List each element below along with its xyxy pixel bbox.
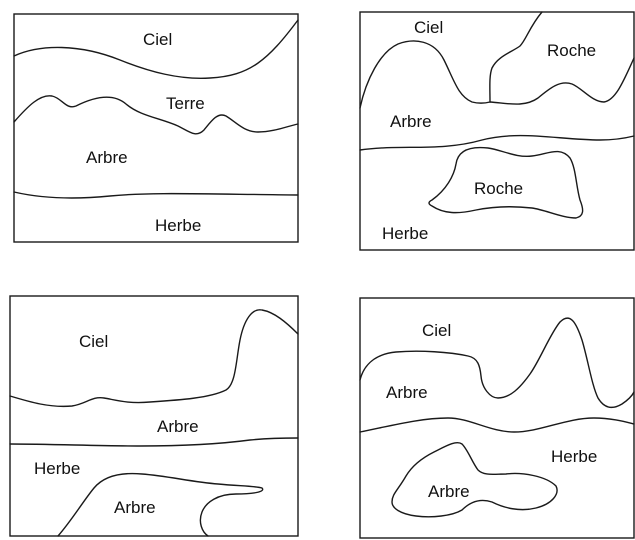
panel-frame <box>13 13 299 243</box>
boundary-arbre-herbe <box>9 437 299 447</box>
panel-frame <box>359 297 635 539</box>
panel-frame <box>359 11 635 251</box>
boundary-arbre-herbe <box>13 191 299 199</box>
boundary-ciel-arbre <box>359 40 491 109</box>
panel-top-left: Ciel Terre Arbre Herbe <box>13 13 299 243</box>
region-label-ciel: Ciel <box>422 321 451 340</box>
region-label-terre: Terre <box>166 94 205 113</box>
panel-frame <box>9 295 299 537</box>
boundary-terre-arbre <box>13 95 299 135</box>
region-label-herbe: Herbe <box>382 224 428 243</box>
region-label-arbre: Arbre <box>428 482 470 501</box>
region-label-ciel: Ciel <box>414 18 443 37</box>
boundary-arbre-island <box>391 442 558 518</box>
region-label-herbe: Herbe <box>551 447 597 466</box>
boundary-arbre-herbe <box>359 134 635 151</box>
region-label-roche: Roche <box>474 179 523 198</box>
region-label-herbe: Herbe <box>155 216 201 235</box>
boundary-roche-arbre <box>489 57 635 105</box>
region-label-ciel: Ciel <box>143 30 172 49</box>
panel-top-right: Ciel Roche Arbre Roche Herbe <box>359 11 635 251</box>
boundary-ciel-roche <box>489 11 543 103</box>
region-label-roche: Roche <box>547 41 596 60</box>
region-label-arbre: Arbre <box>386 383 428 402</box>
region-label-arbre: Arbre <box>390 112 432 131</box>
region-label-arbre: Arbre <box>86 148 128 167</box>
region-label-arbre: Arbre <box>157 417 199 436</box>
panel-bottom-left: Ciel Arbre Herbe Arbre <box>9 295 299 537</box>
boundary-arbre-island <box>57 472 264 537</box>
boundary-ciel-terre <box>13 19 299 80</box>
boundary-roche-island <box>428 146 584 219</box>
panel-bottom-right: Ciel Arbre Herbe Arbre <box>359 297 635 539</box>
boundary-ciel-arbre <box>9 309 299 408</box>
region-label-ciel: Ciel <box>79 332 108 351</box>
boundary-ciel-arbre <box>359 317 635 409</box>
boundary-arbre-herbe <box>359 417 635 433</box>
region-label-arbre: Arbre <box>114 498 156 517</box>
region-label-herbe: Herbe <box>34 459 80 478</box>
